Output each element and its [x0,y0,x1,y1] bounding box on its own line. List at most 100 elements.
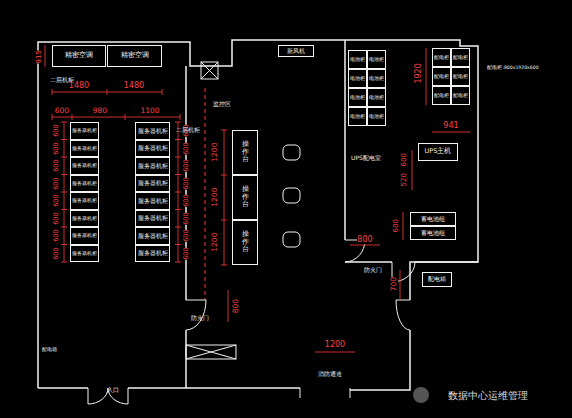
equipment-box: 配电柜 [432,67,451,86]
equipment-label: 电池柜 [369,76,384,81]
equipment-box: 蓄电池组 [410,226,456,240]
equipment-box: 配电柜 [432,86,451,105]
equipment-box: 服务器机柜 [70,122,99,140]
equipment-box: 服务器机柜 [135,157,170,175]
dimension-tick [175,174,181,175]
dimension-tick [52,114,53,120]
lift-shafts [186,62,236,359]
dimension: 600 [182,230,189,242]
equipment-box: 服务器机柜 [70,157,99,175]
equipment-label: 服务器机柜 [138,233,168,239]
dimension-tick [162,89,163,95]
door-name: 入口 [107,387,119,394]
equipment-label: 服务器机柜 [138,250,168,256]
equipment-box: 配电柜 [451,86,470,105]
note: 配电箱 [42,347,47,353]
dimension-tick [175,139,181,140]
equipment-box: 精密空调 [52,45,106,67]
dimension: 600 [182,177,189,189]
equipment-label: 服务器机柜 [72,233,97,239]
door-name: 防火门 [191,315,209,322]
dimension-tick [175,122,181,123]
equipment-box: 服务器机柜 [70,210,99,228]
dimension: 600 [182,195,189,207]
equipment-box: 配电柜 [432,48,451,67]
dimension: 600 [182,247,189,259]
equipment-box: 配电箱 [422,272,452,287]
dimension-tick [175,227,181,228]
room-name: 监控区 [213,101,231,108]
equipment-box: 电池柜 [367,88,386,107]
note: 配电柜:800x1920x600 [487,65,538,70]
dimension: 600 [55,107,69,115]
equipment-label: 蓄电池组 [421,230,445,237]
dimension-lines [45,45,470,352]
dimension: 1200 [212,232,220,251]
dimension-tick [61,209,67,210]
dimension: 600 [393,219,401,232]
dimension: 600 [52,125,59,137]
equipment-box: 电池柜 [367,107,386,126]
dimension: 1200 [212,142,220,161]
equipment-box: 操作台 [232,175,258,220]
dimension-tick [61,244,67,245]
equipment-label: 电池柜 [350,57,365,62]
dimension: 600 [182,212,189,224]
equipment-box: 服务器机柜 [135,140,170,158]
dimension-tick [61,174,67,175]
dimension-tick [61,227,67,228]
equipment-label: 配电箱 [428,276,446,283]
dimension: 600 [52,195,59,207]
equipment-box: 服务器机柜 [135,245,170,263]
equipment-box: 配电柜 [451,67,470,86]
equipment-box: 服务器机柜 [70,227,99,245]
equipment-box: 蓄电池组 [410,212,456,226]
equipment-label: 精密空调 [121,52,149,59]
equipment-label: UPS主机 [425,148,452,155]
equipment-box: 服务器机柜 [135,175,170,193]
equipment-label: 配电柜 [434,74,449,79]
dimension: 1100 [140,107,159,115]
dimension: 600 [52,142,59,154]
dimension: 600 [52,247,59,259]
equipment-label: 服务器机柜 [138,145,168,151]
equipment-box: 精密空调 [107,45,162,67]
dimension: 980 [93,107,107,115]
equipment-label: 配电柜 [453,55,468,60]
equipment-box: 服务器机柜 [135,192,170,210]
dimension: 1200 [212,187,220,206]
dimension-tick [107,89,108,95]
dimension-tick [61,122,67,123]
equipment-label: 服务器机柜 [72,146,97,152]
dimension: 600 [182,160,189,172]
dimension-tick [221,175,227,176]
equipment-label: 电池柜 [369,57,384,62]
dimension-tick [61,262,67,263]
dimension: 1920 [415,63,424,83]
equipment-label: 电池柜 [350,114,365,119]
equipment-box: 服务器机柜 [70,175,99,193]
dimension-tick [175,262,181,263]
equipment-box: 服务器机柜 [70,192,99,210]
dimension-tick [175,209,181,210]
dimension-tick [72,114,73,120]
equipment-box: 服务器机柜 [135,227,170,245]
dimension: 520 [401,173,409,186]
equipment-label: 蓄电池组 [421,216,445,223]
watermark: 数据中心运维管理 [448,390,528,401]
equipment-label: 电池柜 [369,95,384,100]
door-name: 消防通道 [318,371,342,378]
dimension-tick [221,220,227,221]
equipment-label: 操作台 [242,186,249,209]
equipment-label: 服务器机柜 [138,128,168,134]
dimension-tick [175,192,181,193]
equipment-label: 服务器机柜 [72,251,97,257]
equipment-box: 电池柜 [367,69,386,88]
equipment-box: UPS主机 [418,143,458,161]
zone-line [205,88,206,300]
equipment-label: 服务器机柜 [72,216,97,222]
equipment-label: 操作台 [242,231,249,254]
dimension: 1200 [325,341,345,350]
equipment-label: 配电柜 [434,93,449,98]
equipment-label: 电池柜 [350,95,365,100]
